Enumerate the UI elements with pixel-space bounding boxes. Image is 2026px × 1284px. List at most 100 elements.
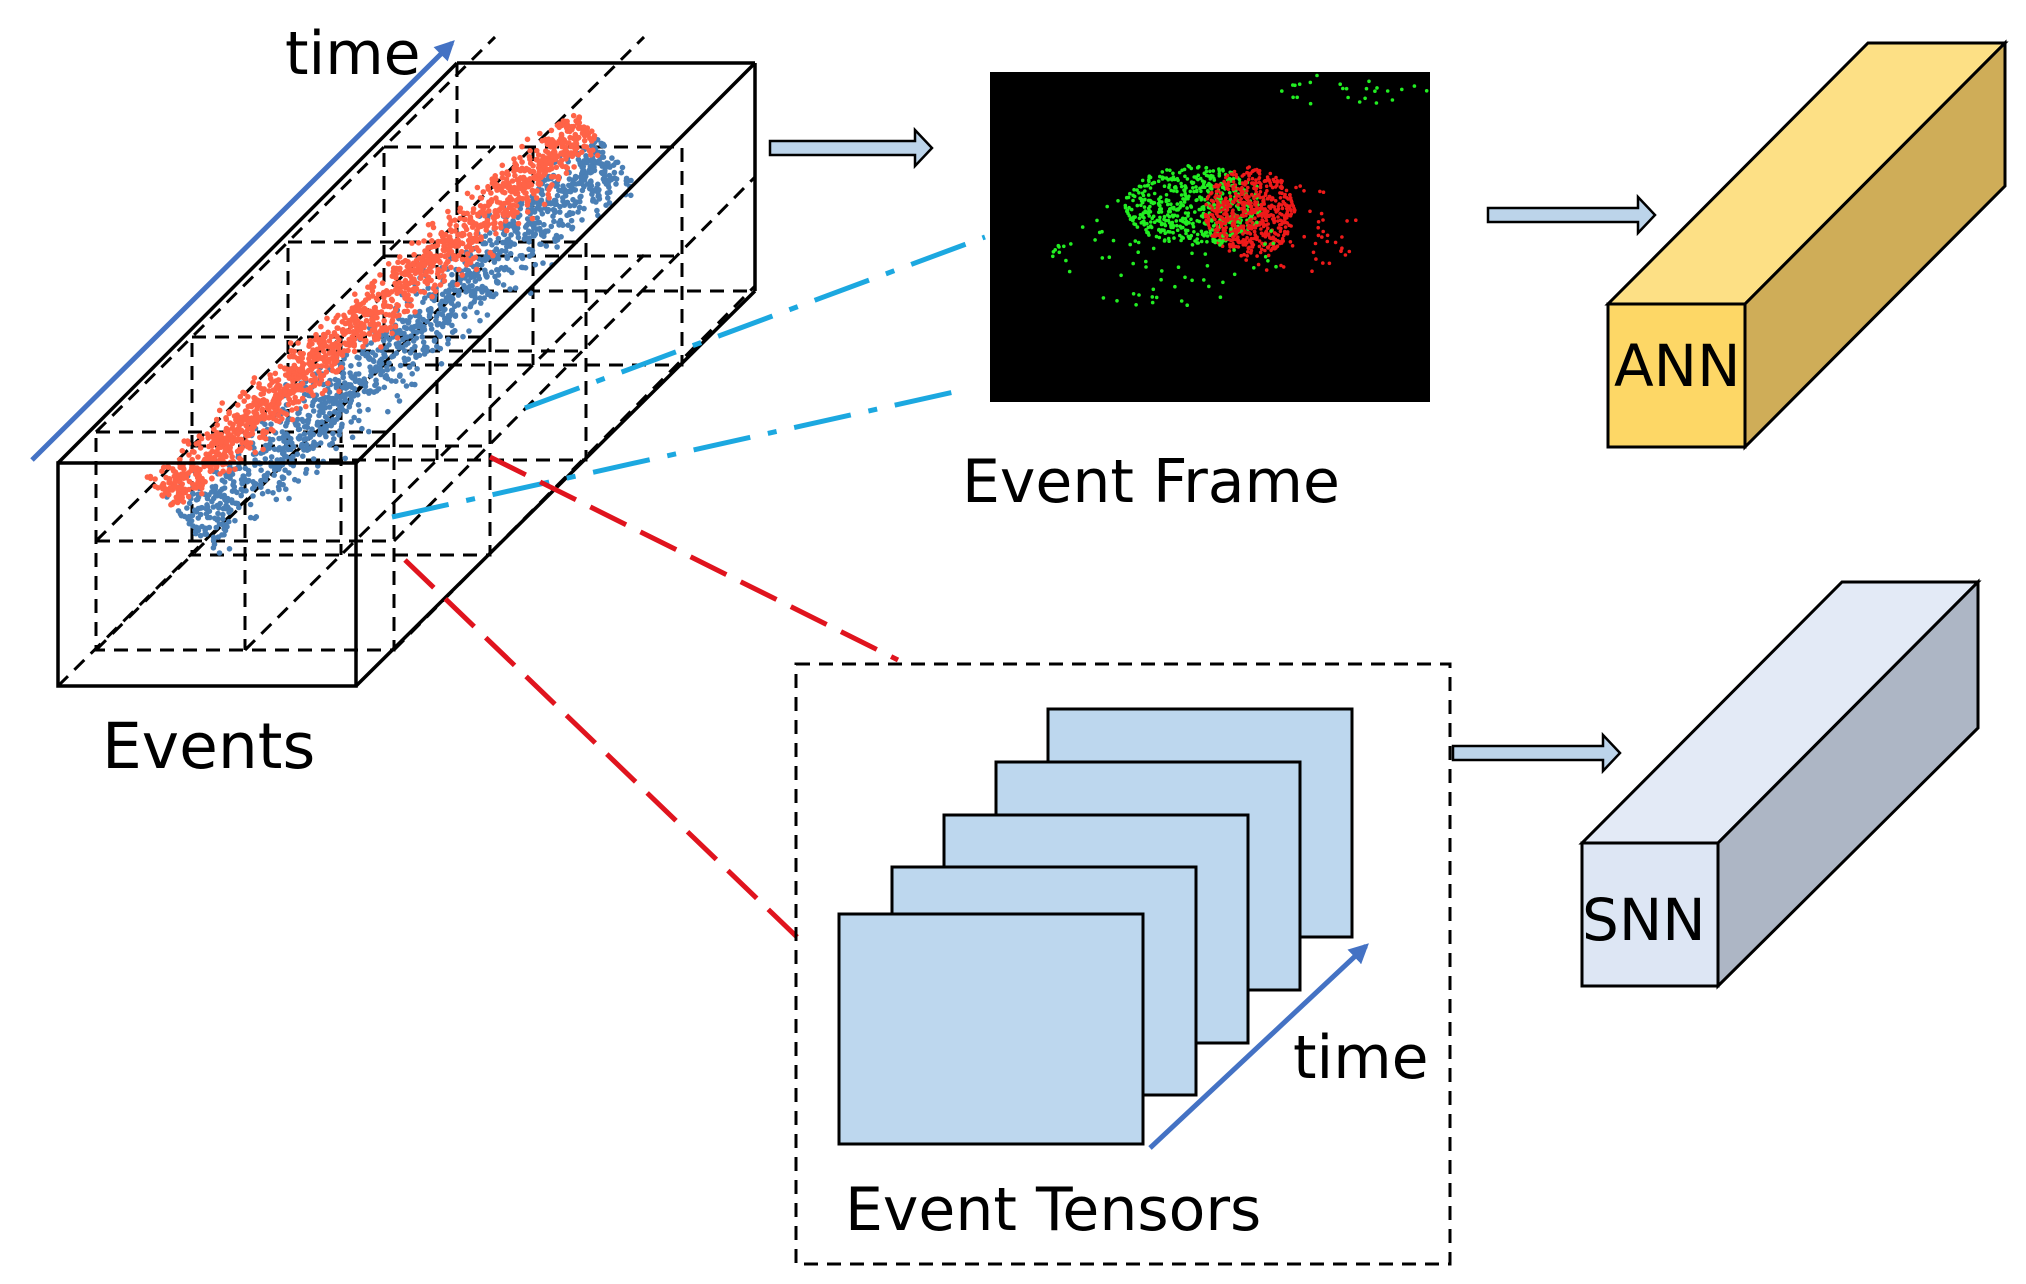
- frame-event-point: [1216, 228, 1221, 232]
- event-point: [452, 313, 459, 320]
- event-point: [214, 422, 220, 428]
- frame-event-point: [1266, 259, 1270, 263]
- event-point: [270, 387, 277, 394]
- event-point: [448, 311, 454, 318]
- event-point: [351, 348, 358, 355]
- event-point: [428, 322, 434, 328]
- event-point: [282, 372, 289, 378]
- frame-event-point: [1164, 198, 1169, 202]
- frame-event-point: [1412, 84, 1417, 88]
- frame-event-point: [1292, 209, 1297, 214]
- tensor-frames: [837, 707, 1354, 1146]
- frame-event-point: [1210, 190, 1214, 195]
- frame-event-point: [1285, 196, 1289, 200]
- frame-event-point: [1161, 228, 1166, 232]
- event-point: [334, 334, 340, 340]
- event-point: [447, 221, 453, 228]
- event-point: [577, 198, 583, 205]
- event-point: [191, 485, 197, 491]
- event-point: [548, 161, 554, 168]
- event-point: [420, 261, 427, 267]
- event-point: [460, 333, 466, 340]
- event-point: [443, 261, 449, 267]
- event-point: [416, 269, 423, 275]
- event-point: [405, 292, 411, 298]
- frame-event-point: [1258, 220, 1262, 225]
- frame-event-point: [1294, 185, 1298, 190]
- event-point: [213, 524, 220, 531]
- event-point: [291, 353, 298, 360]
- event-point: [251, 484, 257, 491]
- event-point: [380, 337, 387, 344]
- event-point: [331, 436, 337, 442]
- event-point: [557, 209, 563, 215]
- frame-event-point: [1161, 176, 1166, 180]
- event-point: [364, 311, 371, 318]
- event-point: [390, 265, 397, 272]
- frame-event-point: [1202, 180, 1207, 184]
- event-point: [409, 240, 415, 246]
- frame-event-point: [1260, 241, 1264, 246]
- event-point: [219, 455, 226, 461]
- frame-event-point: [1257, 244, 1262, 249]
- event-point: [356, 361, 362, 368]
- event-point: [565, 222, 571, 228]
- frame-event-point: [1140, 178, 1145, 183]
- frame-event-point: [1184, 231, 1188, 236]
- frame-event-point: [1289, 208, 1293, 213]
- frame-event-point: [1194, 198, 1198, 203]
- frame-event-point: [1179, 238, 1183, 243]
- event-point: [507, 286, 513, 292]
- frame-event-point: [1201, 215, 1205, 219]
- frame-event-point: [1100, 256, 1105, 260]
- frame-event-point: [1247, 245, 1252, 250]
- event-point: [268, 421, 274, 428]
- event-point: [364, 350, 371, 357]
- event-tensors-label: Event Tensors: [845, 1175, 1261, 1245]
- event-point: [325, 380, 331, 387]
- frame-event-point: [1197, 219, 1202, 224]
- event-point: [469, 239, 475, 245]
- event-point: [575, 209, 581, 215]
- event-point: [581, 205, 587, 212]
- frame-event-point: [1255, 200, 1259, 205]
- frame-event-point: [1237, 178, 1242, 182]
- event-point: [314, 469, 320, 476]
- event-point: [552, 201, 558, 208]
- frame-event-point: [1170, 220, 1175, 225]
- frame-event-point: [1228, 197, 1233, 202]
- event-point: [294, 376, 301, 382]
- event-point: [491, 225, 498, 231]
- event-point: [316, 431, 323, 438]
- frame-event-point: [1283, 229, 1287, 234]
- event-point: [322, 414, 329, 420]
- frame-event-point: [1283, 225, 1288, 229]
- frame-event-point: [1291, 95, 1295, 100]
- frame-event-point: [1345, 219, 1349, 223]
- frame-event-point: [1285, 221, 1289, 225]
- frame-event-point: [1246, 185, 1250, 190]
- frame-event-point: [1164, 193, 1169, 197]
- event-point: [512, 172, 518, 179]
- event-point: [435, 266, 442, 273]
- event-point: [244, 415, 251, 421]
- frame-event-point: [1236, 202, 1240, 207]
- event-point: [212, 483, 219, 490]
- event-point: [396, 373, 403, 380]
- frame-event-point: [1165, 213, 1170, 217]
- event-point: [190, 491, 196, 497]
- event-point: [429, 293, 435, 300]
- event-point: [339, 352, 346, 359]
- frame-event-point: [1212, 178, 1217, 182]
- frame-event-point: [1152, 191, 1157, 196]
- frame-event-point: [1206, 194, 1211, 198]
- event-point: [343, 341, 350, 348]
- frame-event-point: [1191, 180, 1196, 185]
- frame-event-point: [1069, 242, 1073, 246]
- event-point: [601, 143, 607, 149]
- frame-event-point: [1217, 194, 1221, 199]
- event-point: [326, 389, 333, 396]
- event-point: [548, 143, 555, 149]
- frame-event-point: [1277, 202, 1281, 206]
- frame-event-point: [1175, 214, 1180, 218]
